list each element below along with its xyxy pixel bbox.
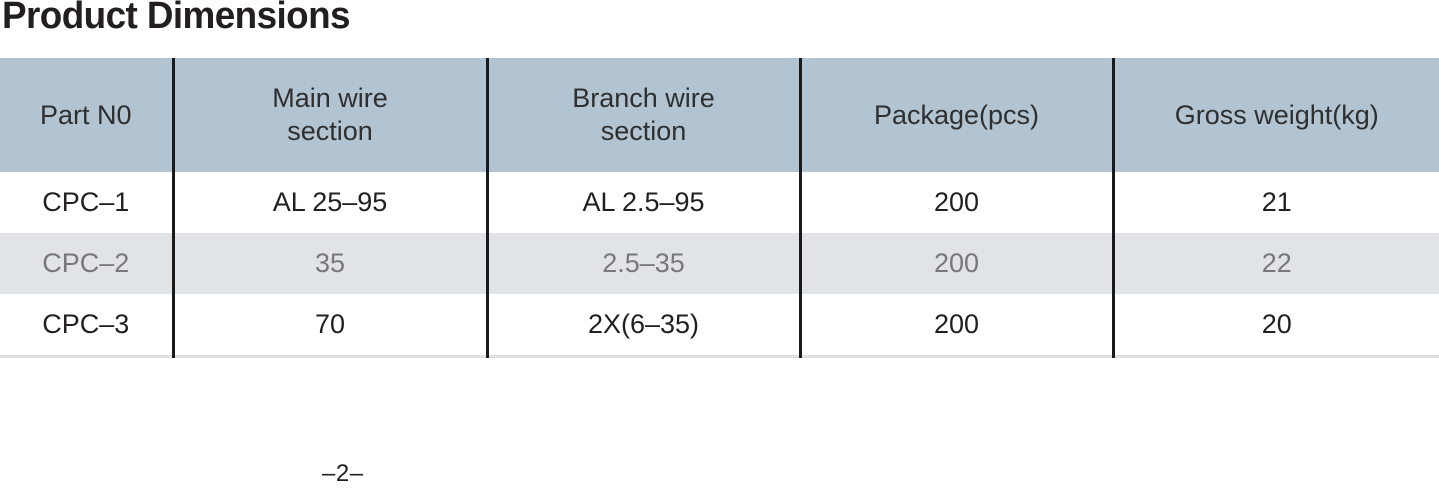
column-header-main-wire-section-line1: Main wire (272, 83, 388, 114)
column-header-gross-weight-line1: Gross weight(kg) (1174, 99, 1379, 130)
cell-gross-weight-kg: 22 (1113, 233, 1439, 294)
column-header-main-wire-section: Main wire section (173, 58, 489, 172)
table-row: CPC–2 35 2.5–35 200 22 (0, 233, 1439, 294)
table-row: CPC–3 70 2X(6–35) 200 20 (0, 294, 1439, 357)
table-header-row: Part N0 Main wire section Branch wire se… (0, 58, 1439, 172)
cell-main-wire-section: 70 (173, 294, 489, 357)
product-dimensions-table: Part N0 Main wire section Branch wire se… (0, 58, 1439, 358)
column-header-package: Package(pcs) (800, 58, 1115, 172)
table-header: Part N0 Main wire section Branch wire se… (0, 58, 1439, 172)
cell-gross-weight-kg: 20 (1113, 294, 1439, 357)
table-body: CPC–1 AL 25–95 AL 2.5–95 200 21 CPC–2 35… (0, 172, 1439, 357)
cell-package-pcs: 200 (800, 172, 1115, 233)
table-row: CPC–1 AL 25–95 AL 2.5–95 200 21 (0, 172, 1439, 233)
cell-main-wire-section: AL 25–95 (173, 172, 489, 233)
column-header-branch-wire-section: Branch wire section (487, 58, 802, 172)
column-header-gross-weight: Gross weight(kg) (1113, 58, 1439, 172)
cell-branch-wire-section: AL 2.5–95 (487, 172, 802, 233)
cell-main-wire-section: 35 (173, 233, 489, 294)
cell-part-no: CPC–2 (0, 233, 175, 294)
page-title: Product Dimensions (2, 0, 351, 37)
cell-branch-wire-section: 2.5–35 (487, 233, 802, 294)
page-number: –2– (322, 460, 364, 487)
column-header-branch-wire-section-line1: Branch wire (572, 83, 715, 114)
column-header-package-line1: Package(pcs) (873, 99, 1040, 130)
cell-part-no: CPC–1 (0, 172, 175, 233)
column-header-part-no: Part N0 (0, 58, 175, 172)
cell-branch-wire-section: 2X(6–35) (487, 294, 802, 357)
cell-package-pcs: 200 (800, 233, 1115, 294)
column-header-part-no-line1: Part N0 (39, 99, 132, 130)
cell-part-no: CPC–3 (0, 294, 175, 357)
cell-package-pcs: 200 (800, 294, 1115, 357)
column-header-branch-wire-section-line2: section (600, 116, 687, 146)
column-header-main-wire-section-line2: section (287, 116, 373, 146)
cell-gross-weight-kg: 21 (1113, 172, 1439, 233)
